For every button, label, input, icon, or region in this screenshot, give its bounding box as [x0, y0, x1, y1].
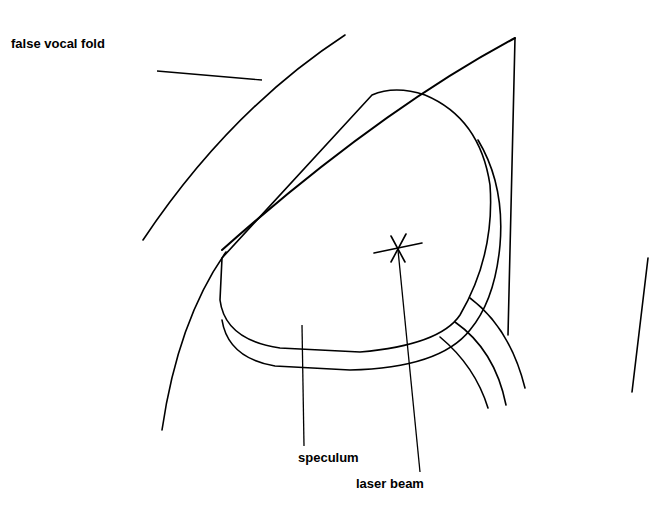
- tissue-fold: [455, 322, 506, 405]
- fold-outline-right: [508, 38, 515, 335]
- leader-line: [157, 71, 262, 80]
- leader-line: [398, 250, 420, 472]
- part-label: speculum: [297, 450, 360, 466]
- leader-line: [302, 325, 304, 446]
- tissue-fold: [440, 337, 488, 408]
- speculum-rim: [222, 140, 501, 370]
- fold-outline: [222, 38, 515, 250]
- fold-outline-left: [162, 252, 226, 430]
- false-vocal-fold-edge: [143, 35, 345, 240]
- laser-spot: [374, 234, 422, 262]
- speculum-outline: [220, 90, 491, 352]
- part-label: laser beam: [355, 476, 425, 492]
- part-label: false vocal fold: [10, 36, 106, 52]
- wall-edge: [632, 258, 648, 392]
